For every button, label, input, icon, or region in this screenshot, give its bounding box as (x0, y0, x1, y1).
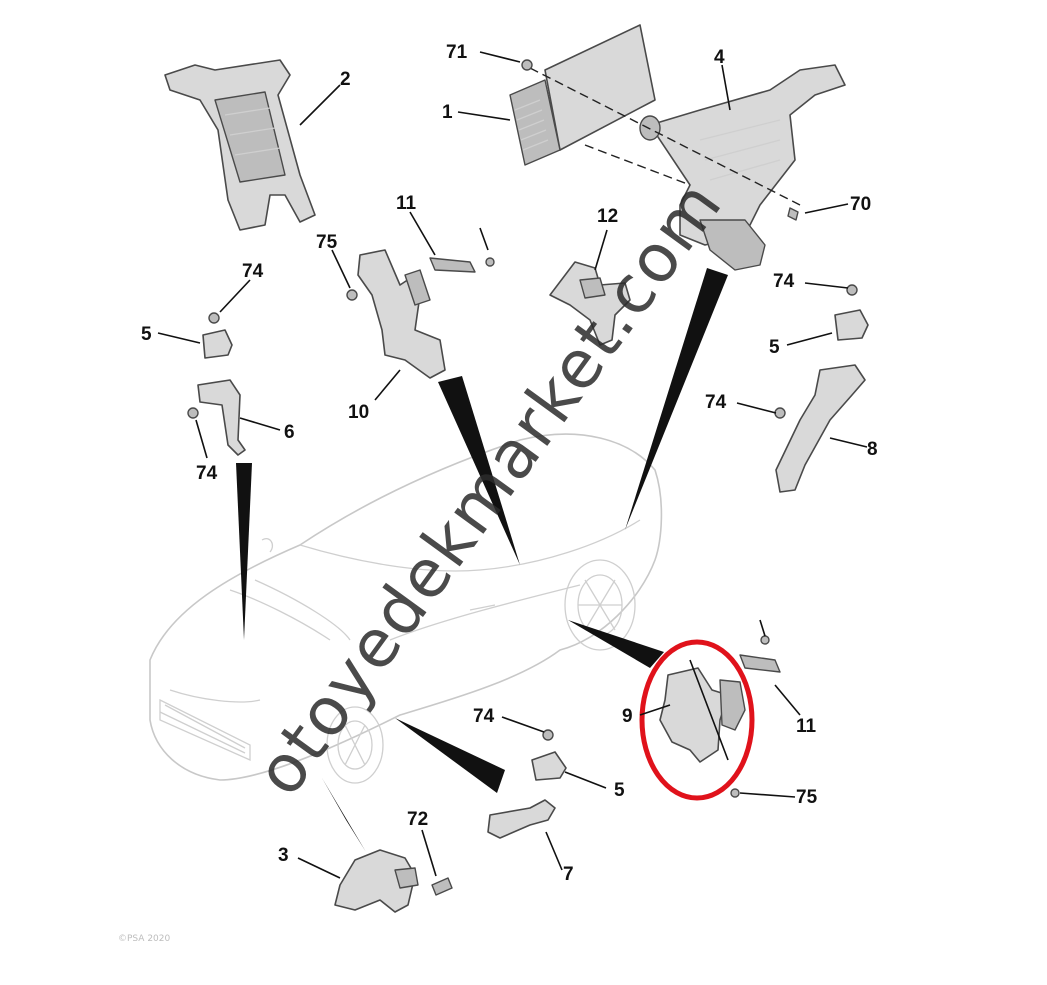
part-70-bolt (787, 207, 799, 221)
copyright-mark: ©PSA 2020 (118, 934, 171, 944)
part-12-sensor (549, 261, 631, 346)
part-9-sensor (659, 659, 746, 763)
callout-75-bottom: 75 (796, 787, 818, 808)
part-5-clip-bottom (531, 729, 567, 781)
callout-2: 2 (340, 69, 351, 90)
callout-5-bottom: 5 (614, 780, 625, 801)
callout-numbers: 71 1 4 2 70 11 75 12 74 74 5 5 10 6 74 7… (141, 42, 878, 885)
highlight-circle (639, 639, 755, 801)
callout-74-right-top: 74 (773, 271, 795, 292)
callout-4: 4 (714, 47, 725, 68)
car-outline (149, 433, 663, 784)
part-5-clip-right (834, 284, 869, 341)
part-75-nut-bottom (730, 788, 740, 798)
callout-6: 6 (284, 422, 295, 443)
leader-lines (157, 51, 868, 879)
callout-3: 3 (278, 845, 289, 866)
callout-1: 1 (442, 102, 453, 123)
part-72-bolt (431, 877, 453, 896)
part-6-bracket (187, 379, 246, 456)
callout-74-left-bottom: 74 (196, 463, 218, 484)
assembly-line-a (529, 67, 801, 206)
callout-11-top: 11 (396, 193, 417, 214)
callout-72: 72 (407, 809, 428, 830)
callout-11-bottom: 11 (796, 716, 817, 737)
assembly-line-b (584, 144, 691, 186)
part-3-sensor (334, 849, 419, 913)
callout-10: 10 (348, 402, 369, 423)
part-11-link-bottom (739, 619, 781, 673)
callout-74-left-top: 74 (242, 261, 264, 282)
part-4-bracket (639, 64, 846, 271)
callout-5-left: 5 (141, 324, 152, 345)
part-1-ecu (509, 24, 656, 166)
part-7-bracket (487, 799, 556, 839)
callout-9: 9 (622, 706, 633, 727)
pointer-wedges (236, 268, 728, 852)
callout-8: 8 (867, 439, 878, 460)
callout-12: 12 (597, 206, 618, 227)
callout-71: 71 (446, 42, 468, 63)
part-2-bracket (164, 59, 316, 231)
part-71-nut (521, 59, 533, 71)
callout-70: 70 (850, 194, 871, 215)
callout-75-top: 75 (316, 232, 338, 253)
part-11-link-top (429, 227, 495, 273)
part-8-bracket (774, 364, 866, 493)
part-5-clip-left (202, 312, 233, 359)
part-10-sensor (346, 249, 446, 379)
callout-5-right: 5 (769, 337, 780, 358)
callout-74-right-bottom: 74 (705, 392, 727, 413)
callout-74-bottom: 74 (473, 706, 495, 727)
callout-7: 7 (563, 864, 574, 885)
